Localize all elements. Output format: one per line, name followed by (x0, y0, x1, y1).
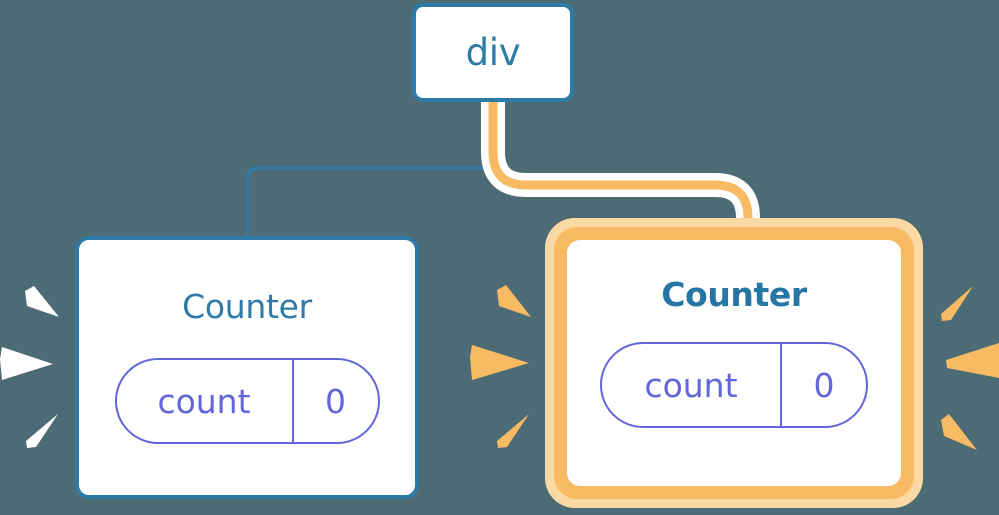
node-counter-left-label: Counter (182, 287, 312, 326)
node-counter-right-highlighted[interactable]: Counter count 0 (545, 218, 923, 508)
highlight-ring: Counter count 0 (554, 227, 914, 499)
sparkle-ray (497, 414, 529, 448)
state-pill-left[interactable]: count 0 (114, 358, 380, 444)
sparkle-ray (25, 286, 59, 317)
state-pill-right[interactable]: count 0 (600, 342, 868, 428)
sparkle-ray (946, 343, 999, 378)
sparkle-group-right-of-left-counter (470, 285, 531, 448)
state-pill-left-value: 0 (325, 381, 346, 421)
node-counter-right-card: Counter count 0 (567, 240, 901, 486)
sparkle-ray (0, 347, 53, 380)
sparkle-group-left-of-left-counter (0, 286, 59, 448)
state-pill-right-key: count (602, 344, 782, 426)
state-pill-right-value: 0 (813, 365, 835, 405)
node-div-label: div (465, 31, 521, 74)
node-counter-right-label: Counter (661, 275, 807, 314)
sparkle-ray (941, 286, 973, 321)
sparkle-ray (941, 414, 977, 450)
sparkle-ray (26, 414, 58, 448)
sparkle-group-right-of-right-counter (941, 286, 999, 450)
connector-root-to-left-counter (245, 100, 495, 242)
state-pill-left-key: count (117, 360, 294, 442)
sparkle-ray (497, 285, 531, 317)
node-counter-left[interactable]: Counter count 0 (75, 236, 419, 499)
sparkle-ray (470, 345, 529, 380)
node-div[interactable]: div (412, 3, 574, 102)
